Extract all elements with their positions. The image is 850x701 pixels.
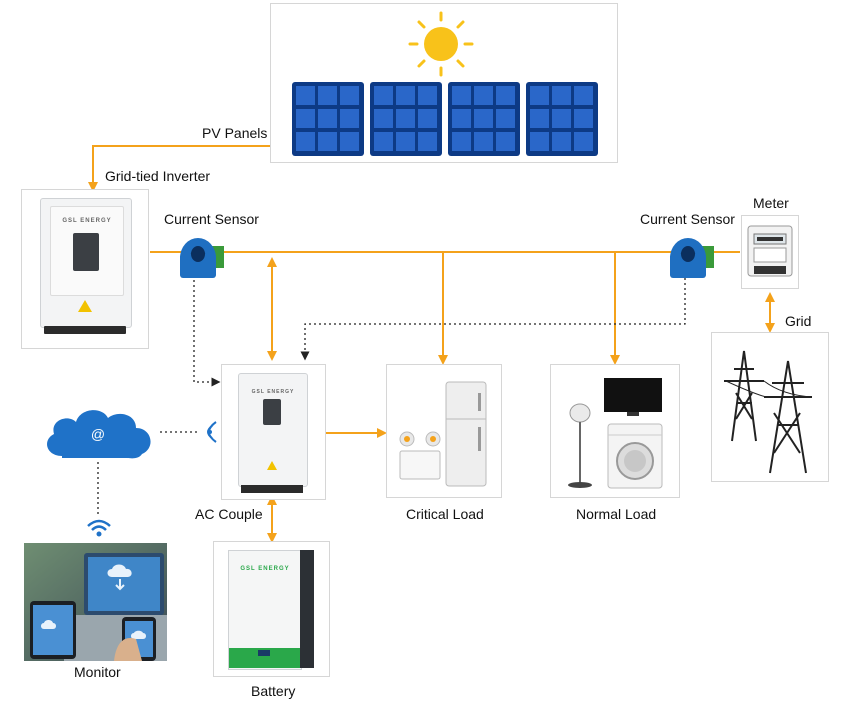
- refrigerator-icon: [445, 381, 487, 487]
- normal-load-label: Normal Load: [576, 506, 657, 522]
- meter-box: [741, 215, 799, 289]
- monitor-label: Monitor: [74, 664, 121, 680]
- emergency-light-icon: [399, 431, 441, 480]
- right-sensor-signal-line: [300, 278, 686, 361]
- cloud-icon: @: [47, 410, 151, 459]
- floor-lamp-icon: [568, 403, 592, 488]
- pv-panels-box: [270, 3, 618, 163]
- ac-couple-box: GSL ENERGY: [221, 364, 326, 500]
- inverter-display-icon: [73, 233, 99, 271]
- warning-icon: [78, 300, 92, 312]
- transmission-tower-icon: [724, 350, 813, 474]
- current-sensor-right-icon: [670, 238, 714, 278]
- washing-machine-icon: [607, 423, 663, 489]
- pv-to-inverter-line: [88, 145, 270, 192]
- sun-icon: [408, 11, 474, 77]
- grid-tied-inverter-label: Grid-tied Inverter: [105, 168, 211, 184]
- battery-icon: GSL ENERGY: [228, 550, 316, 672]
- current-sensor-left-icon: [180, 238, 224, 278]
- grid-box: [711, 332, 829, 482]
- inverter-brand-text: GSL ENERGY: [62, 218, 112, 224]
- grid-tied-inverter-icon: GSL ENERGY: [40, 198, 136, 342]
- normal-load-box: [550, 364, 680, 498]
- television-icon: [604, 378, 662, 416]
- critical-load-box: [386, 364, 502, 498]
- ac-couple-brand-text: GSL ENERGY: [251, 389, 295, 395]
- ac-couple-display-icon: [263, 399, 281, 425]
- battery-box: GSL ENERGY: [213, 541, 330, 677]
- monitor-box: [24, 543, 167, 661]
- current-sensor-right-label: Current Sensor: [640, 211, 735, 227]
- ac-couple-label: AC Couple: [195, 506, 263, 522]
- current-sensor-left-label: Current Sensor: [164, 211, 259, 227]
- critical-load-label: Critical Load: [406, 506, 484, 522]
- wifi-signal-icon: [207, 421, 217, 443]
- battery-brand-text: GSL ENERGY: [240, 566, 290, 572]
- pv-panels-label: PV Panels: [202, 125, 268, 141]
- wifi-icon: [87, 519, 111, 537]
- left-sensor-signal-line: [193, 280, 221, 387]
- monitoring-devices-photo: [24, 543, 167, 661]
- battery-label: Battery: [251, 683, 296, 699]
- cloud-at-symbol: @: [91, 426, 105, 442]
- meter-label: Meter: [753, 195, 789, 211]
- electric-meter-icon: [747, 225, 793, 277]
- grid-label: Grid: [785, 313, 812, 329]
- battery-display-icon: [258, 650, 270, 656]
- ac-couple-inverter-icon: GSL ENERGY: [238, 373, 310, 497]
- solar-panel-array-icon: [292, 82, 598, 156]
- ac-couple-warning-icon: [267, 461, 277, 470]
- grid-tied-inverter-box: GSL ENERGY: [21, 189, 149, 349]
